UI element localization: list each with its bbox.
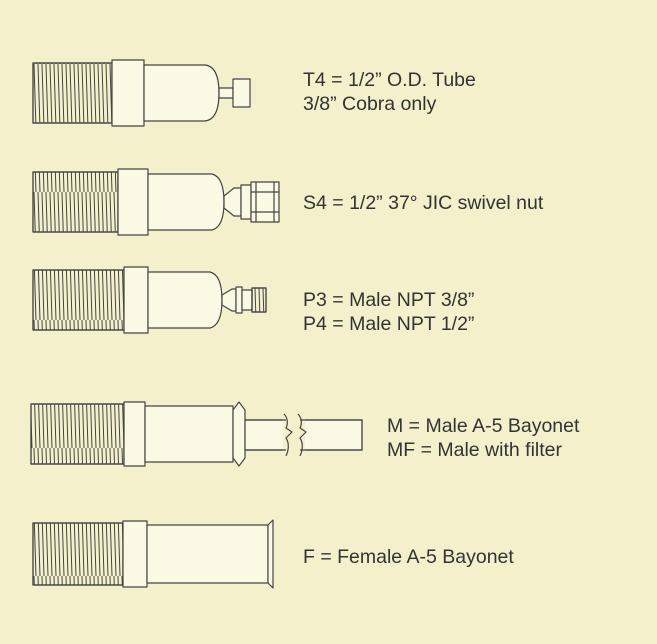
s4-label: S4 = 1/2” 37° JIC swivel nut [303,191,543,215]
t4-tube-connector [32,59,251,127]
p3-p4-male-npt-connector [32,266,267,334]
m-mf-male-bayonet-connector [30,401,363,467]
f-female-bayonet-connector [32,519,274,589]
p4-label-line: P4 = Male NPT 1/2” [303,313,475,335]
mf-label-line: MF = Male with filter [387,439,562,461]
t4-label: T4 = 1/2” O.D. Tube 3/8” Cobra only [303,68,476,116]
p3-label-line: P3 = Male NPT 3/8” [303,289,475,311]
s4-label-line-1: S4 = 1/2” 37° JIC swivel nut [303,192,544,214]
m-mf-label: M = Male A-5 Bayonet MF = Male with filt… [387,414,579,462]
f-label-line: F = Female A-5 Bayonet [303,546,514,568]
s4-jic-swivel-connector [32,168,280,236]
f-label: F = Female A-5 Bayonet [303,545,514,569]
m-label-line: M = Male A-5 Bayonet [387,415,580,437]
t4-label-line-2: 3/8” Cobra only [303,93,437,115]
p3-p4-label: P3 = Male NPT 3/8” P4 = Male NPT 1/2” [303,288,474,336]
t4-label-line-1: T4 = 1/2” O.D. Tube [303,69,476,91]
